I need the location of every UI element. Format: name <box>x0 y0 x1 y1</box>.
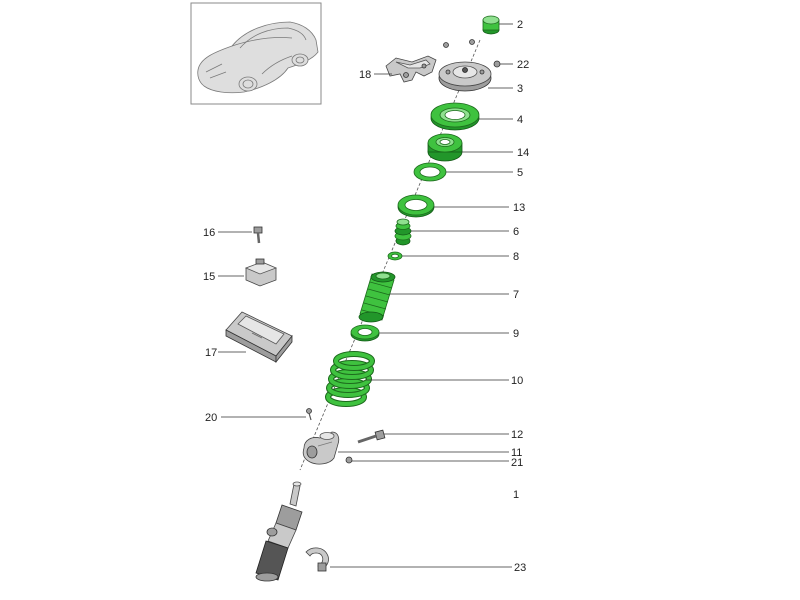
part-15-sensor[interactable] <box>244 258 278 287</box>
part-1-shock-absorber[interactable] <box>255 481 303 582</box>
callout-labels: 2 22 3 18 4 14 5 13 6 8 7 9 10 12 11 21 … <box>203 19 529 574</box>
callout-12[interactable]: 12 <box>511 429 523 441</box>
callout-18[interactable]: 18 <box>359 69 371 81</box>
callout-20[interactable]: 20 <box>205 412 217 424</box>
part-9-spring-pad[interactable] <box>350 324 380 342</box>
callout-14[interactable]: 14 <box>517 147 529 159</box>
leader-lines <box>218 23 513 568</box>
callout-15[interactable]: 15 <box>203 271 215 283</box>
part-12-bolt[interactable] <box>357 429 386 444</box>
part-20-screw[interactable] <box>306 408 312 421</box>
part-2-top-cap[interactable] <box>482 15 500 35</box>
part-3-top-mount[interactable] <box>438 61 492 92</box>
callout-17[interactable]: 17 <box>205 347 217 359</box>
part-13-ring[interactable] <box>397 194 435 218</box>
part-18-bracket[interactable] <box>385 55 437 83</box>
part-10-coil-spring[interactable] <box>325 351 375 407</box>
callout-11[interactable]: 11 <box>511 447 522 459</box>
vehicle-thumbnail <box>190 2 322 105</box>
part-7-dust-boot[interactable] <box>358 271 396 323</box>
part-11-strut-bracket[interactable] <box>302 431 340 465</box>
callout-4[interactable]: 4 <box>517 114 523 126</box>
callout-23[interactable]: 23 <box>514 562 526 574</box>
callout-7[interactable]: 7 <box>513 289 519 301</box>
part-4-spring-seat-ring[interactable] <box>430 102 480 131</box>
part-17-control-unit[interactable] <box>225 311 293 364</box>
part-23-clamp[interactable] <box>305 547 329 572</box>
callout-10[interactable]: 10 <box>511 375 523 387</box>
part-22-screws[interactable] <box>443 39 501 68</box>
callout-21[interactable]: 21 <box>511 457 523 469</box>
callout-3[interactable]: 3 <box>517 83 523 95</box>
callout-16[interactable]: 16 <box>203 227 215 239</box>
callout-13[interactable]: 13 <box>513 202 525 214</box>
part-16-bolt[interactable] <box>253 226 263 244</box>
callout-5[interactable]: 5 <box>517 167 523 179</box>
callout-1[interactable]: 1 <box>513 489 519 501</box>
callout-9[interactable]: 9 <box>513 328 519 340</box>
part-14-bearing[interactable] <box>427 133 463 162</box>
part-8-small-ring[interactable] <box>387 251 403 261</box>
callout-2[interactable]: 2 <box>517 19 523 31</box>
callout-8[interactable]: 8 <box>513 251 519 263</box>
callout-6[interactable]: 6 <box>513 226 519 238</box>
part-5-washer-ring[interactable] <box>413 162 447 182</box>
part-21-nut[interactable] <box>345 456 353 464</box>
callout-22[interactable]: 22 <box>517 59 529 71</box>
part-6-bump-stop[interactable] <box>394 218 412 246</box>
